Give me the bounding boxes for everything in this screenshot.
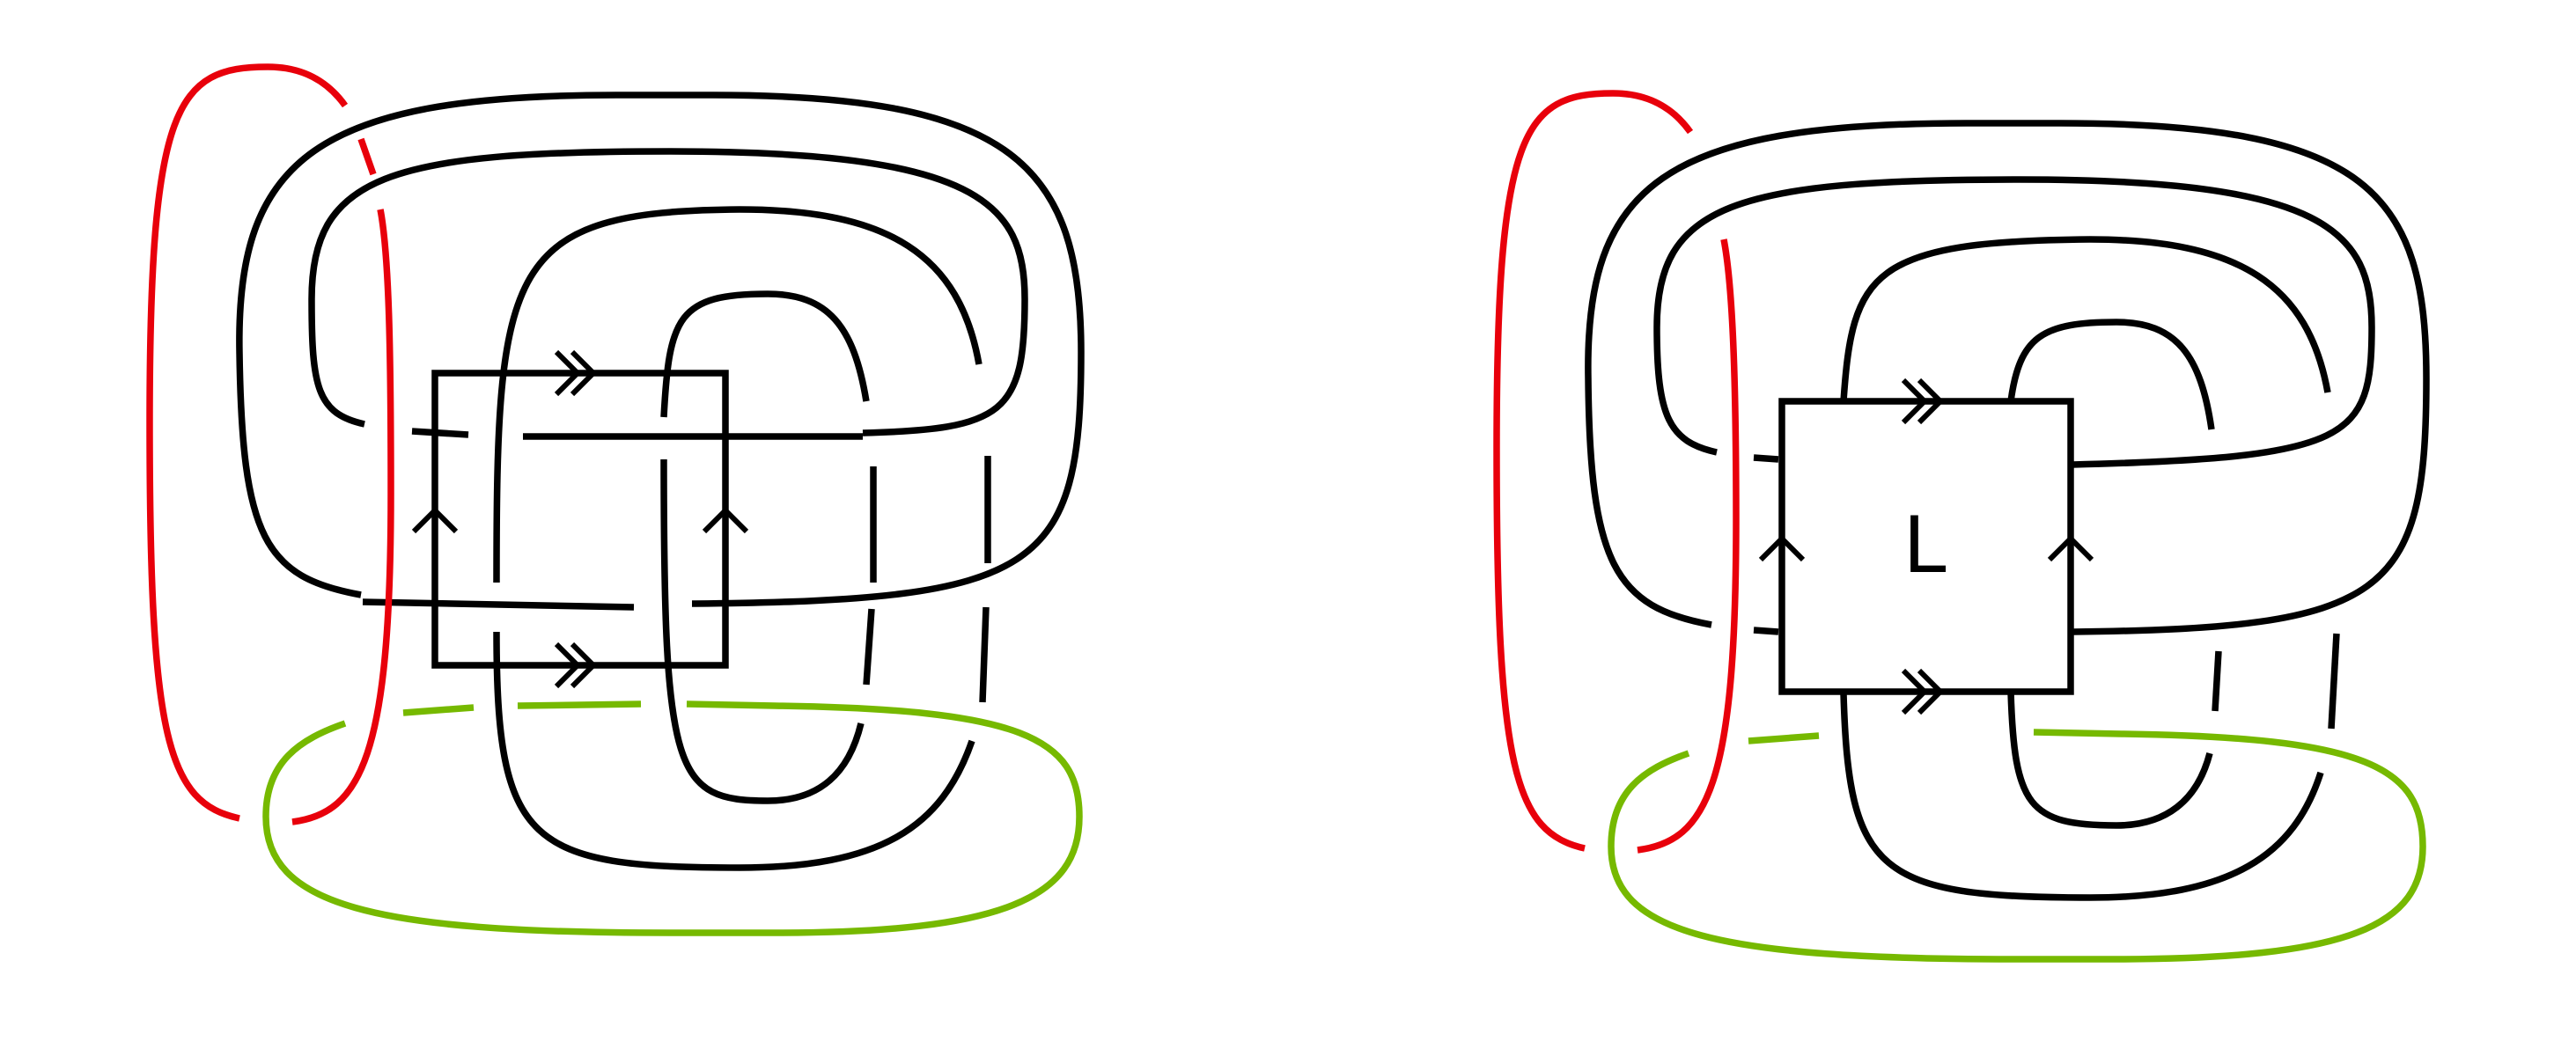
right-single-arrow-left-icon	[1758, 534, 1806, 562]
right-lower-horizontal-stub	[1753, 627, 1779, 635]
left-inner-c-bottom	[493, 631, 975, 871]
left-figure	[146, 63, 1085, 936]
left-red-dash	[357, 137, 377, 176]
right-inner-c-strand	[1840, 236, 2331, 402]
right-green-dash-1	[1748, 732, 1820, 744]
left-vertical-dashes-1	[863, 466, 877, 686]
right-vertical-dashes-1	[2212, 650, 2222, 712]
left-double-arrow-bottom-icon	[554, 642, 598, 689]
right-double-arrow-top-icon	[1901, 378, 1945, 425]
right-box	[1778, 398, 2074, 695]
right-single-arrow-right-icon	[2047, 534, 2094, 562]
left-double-arrow-top-icon	[554, 349, 598, 397]
left-box	[431, 370, 729, 669]
left-lower-horizontal	[362, 598, 635, 611]
right-double-arrow-bottom-icon	[1901, 668, 1945, 715]
left-green-dash-2	[517, 700, 642, 709]
right-red-component	[1493, 90, 1694, 852]
right-figure: L	[1493, 90, 2430, 963]
left-single-arrow-right-icon	[702, 506, 749, 534]
left-red-component	[146, 63, 349, 822]
left-vertical-dashes-2	[979, 456, 991, 703]
left-upper-horizontal	[411, 428, 863, 440]
left-small-hook-bottom	[660, 458, 865, 804]
right-small-hook-bottom	[2007, 691, 2213, 829]
right-box-label: L	[1903, 500, 1946, 590]
right-green-component	[1608, 729, 2426, 963]
left-green-dash-1	[402, 704, 475, 716]
right-vertical-dashes-2	[2328, 633, 2340, 730]
left-single-arrow-left-icon	[411, 506, 459, 534]
right-small-hook-top	[2007, 319, 2215, 430]
right-middle-loop	[1653, 176, 2375, 468]
right-upper-horizontal-stub	[1753, 454, 1779, 463]
right-outer-loop	[1585, 120, 2430, 635]
right-inner-c-bottom	[1840, 693, 2324, 901]
left-small-hook-top	[660, 290, 870, 418]
left-inner-c-strand	[493, 206, 983, 583]
left-green-component	[262, 700, 1083, 936]
left-outer-loop	[236, 92, 1085, 607]
left-middle-loop	[308, 148, 1028, 436]
left-red-inner	[291, 209, 394, 825]
right-red-inner	[1637, 238, 1740, 854]
